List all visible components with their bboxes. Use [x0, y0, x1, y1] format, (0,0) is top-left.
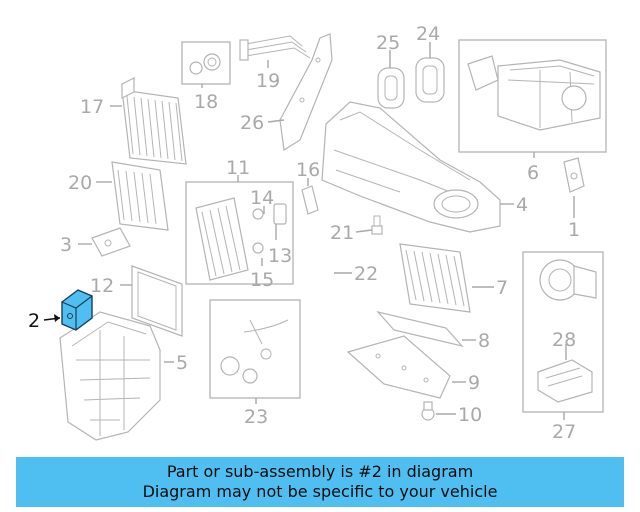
- callout-15: 15: [250, 269, 274, 291]
- callout-18: 18: [194, 91, 218, 113]
- part-25-seal: [377, 67, 405, 109]
- callout-12: 12: [90, 275, 114, 297]
- part-21-bolt: [371, 215, 383, 235]
- callout-23: 23: [244, 406, 268, 428]
- callout-20: 20: [68, 172, 92, 194]
- callout-25: 25: [376, 32, 400, 54]
- callout-2: 2: [28, 310, 40, 332]
- leader-lines: [43, 42, 575, 420]
- callout-6: 6: [527, 162, 539, 184]
- callout-28: 28: [552, 329, 576, 351]
- part-3-bracket: [91, 227, 131, 257]
- callout-8: 8: [478, 330, 490, 352]
- callout-17: 17: [80, 96, 104, 118]
- callout-5: 5: [176, 352, 188, 374]
- group-box-11: [185, 181, 294, 285]
- callout-26: 26: [240, 112, 264, 134]
- callout-4: 4: [516, 194, 528, 216]
- part-1-sensor: [563, 157, 585, 193]
- part-12-filter-frame: [131, 265, 183, 337]
- part-18-clamps: [189, 53, 221, 75]
- callout-9: 9: [468, 372, 480, 394]
- part-10-screw: [421, 401, 435, 421]
- part-22-hose: [316, 255, 329, 321]
- part-23-valve-kit: [220, 319, 289, 384]
- part-8-seal-strip: [376, 310, 464, 348]
- part-6-motor-assembly: [467, 55, 601, 131]
- info-banner: Part or sub-assembly is #2 in diagram Di…: [16, 457, 624, 507]
- callout-16: 16: [296, 159, 320, 181]
- callout-10: 10: [458, 404, 482, 426]
- callout-24: 24: [416, 23, 440, 45]
- callout-19: 19: [256, 70, 280, 92]
- group-box-27: [522, 251, 604, 413]
- callout-1: 1: [568, 219, 580, 241]
- group-box-6: [458, 39, 607, 153]
- callout-labels: 1 2 3 4 5 6 7 8 9 10 11 12 13 14 15 16 1…: [28, 23, 580, 443]
- banner-line-1: Part or sub-assembly is #2 in diagram: [166, 462, 474, 481]
- callout-14: 14: [250, 187, 274, 209]
- part-26-mount-bracket: [279, 33, 333, 152]
- callout-13: 13: [268, 245, 292, 267]
- part-28-resistor: [537, 359, 593, 403]
- callout-27: 27: [552, 421, 576, 443]
- part-9-panel: [346, 335, 451, 399]
- part-11-evaporator-kit: [195, 197, 287, 281]
- part-5-lower-housing: [59, 311, 161, 441]
- callout-3: 3: [60, 234, 72, 256]
- callout-11: 11: [226, 157, 250, 179]
- part-24-seal: [415, 57, 445, 103]
- callout-22: 22: [354, 263, 378, 285]
- part-17-heater-core: [121, 77, 187, 165]
- part-19-pipes: [239, 35, 311, 61]
- part-2-actuator-highlighted: [61, 289, 93, 331]
- part-27-blower-assembly: [539, 259, 597, 301]
- part-4-main-housing: [321, 101, 501, 233]
- part-20-evaporator: [111, 161, 169, 231]
- part-16-clip: [301, 185, 319, 215]
- callout-7: 7: [496, 277, 508, 299]
- callout-21: 21: [330, 222, 354, 244]
- banner-line-2: Diagram may not be specific to your vehi…: [142, 482, 498, 501]
- group-box-18: [181, 41, 231, 85]
- part-7-cabin-filter: [399, 243, 471, 313]
- group-box-23: [209, 299, 301, 399]
